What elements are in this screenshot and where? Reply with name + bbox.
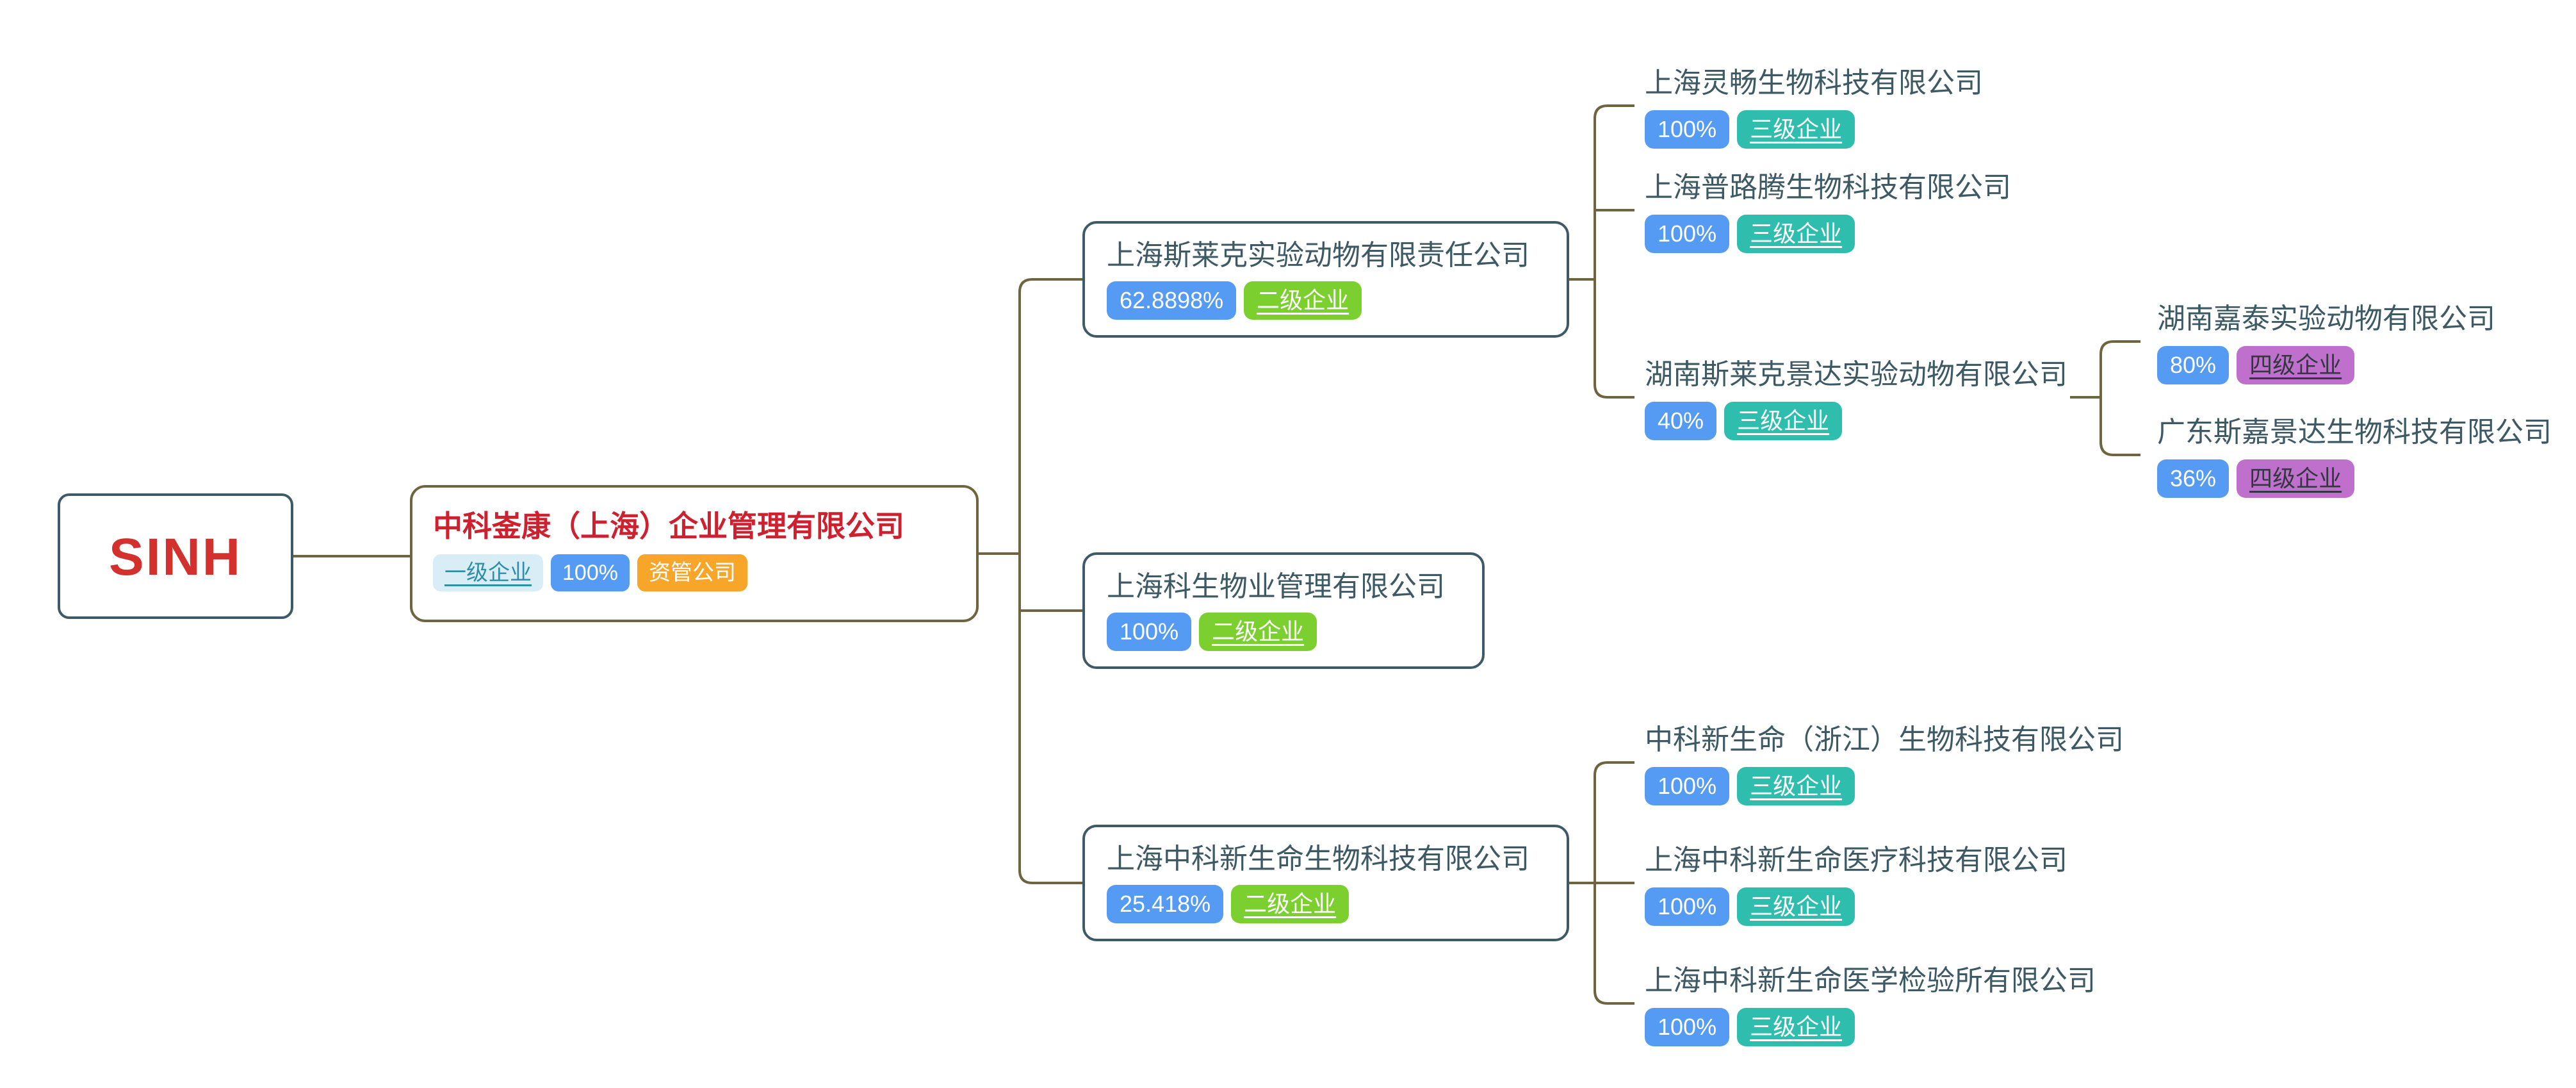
root-badges: 一级企业 100% 资管公司 [433,554,956,591]
logo-node-sinh[interactable]: SINH [58,493,293,619]
node-badges: 80% 四级企业 [2157,346,2495,384]
node-badges: 40% 三级企业 [1645,402,2067,440]
level4-node-guangdong-sijiajingda[interactable]: 广东斯嘉景达生物科技有限公司 36% 四级企业 [2157,418,2552,498]
level-badge[interactable]: 四级企业 [2237,346,2355,384]
root-percent-badge: 100% [551,554,630,591]
level3-node-yiliao[interactable]: 上海中科新生命医疗科技有限公司 100% 三级企业 [1645,846,2067,926]
node-badges: 100% 三级企业 [1645,887,2067,926]
percent-badge: 100% [1645,215,1730,253]
level3-node-hunan-jingda[interactable]: 湖南斯莱克景达实验动物有限公司 40% 三级企业 [1645,361,2067,440]
percent-badge: 40% [1645,402,1717,440]
company-name: 湖南斯莱克景达实验动物有限公司 [1645,359,2067,390]
company-name: 上海中科新生命医疗科技有限公司 [1645,845,2067,876]
node-badges: 100% 二级企业 [1107,613,1460,651]
root-company-name: 中科崟康（上海）企业管理有限公司 [433,509,904,543]
level-badge[interactable]: 三级企业 [1737,767,1855,805]
percent-badge: 100% [1645,1008,1730,1046]
percent-badge: 36% [2157,459,2230,498]
level-badge[interactable]: 三级企业 [1737,215,1855,253]
percent-badge: 80% [2157,346,2230,384]
percent-badge: 62.8898% [1107,281,1237,320]
level2-node-slac[interactable]: 上海斯莱克实验动物有限责任公司 62.8898% 二级企业 [1082,221,1569,338]
level3-node-zhejiang[interactable]: 中科新生命（浙江）生物科技有限公司 100% 三级企业 [1645,726,2124,805]
company-name: 上海中科新生命医学检验所有限公司 [1645,965,2096,996]
level-badge[interactable]: 二级企业 [1199,613,1317,651]
node-badges: 36% 四级企业 [2157,459,2552,498]
company-name: 上海普路腾生物科技有限公司 [1645,172,2011,203]
level4-node-jiatai[interactable]: 湖南嘉泰实验动物有限公司 80% 四级企业 [2157,305,2495,384]
level3-node-jianyansuo[interactable]: 上海中科新生命医学检验所有限公司 100% 三级企业 [1645,967,2096,1046]
level-badge[interactable]: 二级企业 [1244,281,1362,320]
node-badges: 62.8898% 二级企业 [1107,281,1545,320]
level-badge[interactable]: 三级企业 [1737,1008,1855,1046]
node-badges: 100% 三级企业 [1645,110,1983,149]
sinh-logo-text: SINH [109,528,242,586]
company-name: 上海科生物业管理有限公司 [1107,571,1445,602]
level-badge[interactable]: 三级企业 [1737,887,1855,926]
level2-node-xinsheng[interactable]: 上海中科新生命生物科技有限公司 25.418% 二级企业 [1082,825,1569,941]
company-name: 湖南嘉泰实验动物有限公司 [2157,303,2495,334]
level-badge[interactable]: 四级企业 [2237,459,2355,498]
level3-node-lingchang[interactable]: 上海灵畅生物科技有限公司 100% 三级企业 [1645,69,1983,149]
root-company-node[interactable]: 中科崟康（上海）企业管理有限公司 一级企业 100% 资管公司 [410,485,979,622]
company-name: 上海斯莱克实验动物有限责任公司 [1107,240,1529,271]
company-name: 中科新生命（浙江）生物科技有限公司 [1645,724,2124,755]
company-name: 上海中科新生命生物科技有限公司 [1107,843,1529,875]
node-badges: 25.418% 二级企业 [1107,885,1545,923]
percent-badge: 100% [1645,110,1730,149]
node-badges: 100% 三级企业 [1645,215,2011,253]
root-level-badge[interactable]: 一级企业 [433,554,543,591]
percent-badge: 100% [1645,767,1730,805]
node-badges: 100% 三级企业 [1645,767,2124,805]
company-name: 广东斯嘉景达生物科技有限公司 [2157,416,2552,448]
percent-badge: 100% [1107,613,1192,651]
level-badge[interactable]: 二级企业 [1231,885,1349,923]
root-tag-badge: 资管公司 [637,554,747,591]
level-badge[interactable]: 三级企业 [1737,110,1855,149]
level2-node-kesheng[interactable]: 上海科生物业管理有限公司 100% 二级企业 [1082,552,1485,669]
percent-badge: 25.418% [1107,885,1224,923]
company-name: 上海灵畅生物科技有限公司 [1645,67,1983,99]
level-badge[interactable]: 三级企业 [1724,402,1843,440]
node-badges: 100% 三级企业 [1645,1008,2096,1046]
level3-node-puluteng[interactable]: 上海普路腾生物科技有限公司 100% 三级企业 [1645,174,2011,253]
percent-badge: 100% [1645,887,1730,926]
